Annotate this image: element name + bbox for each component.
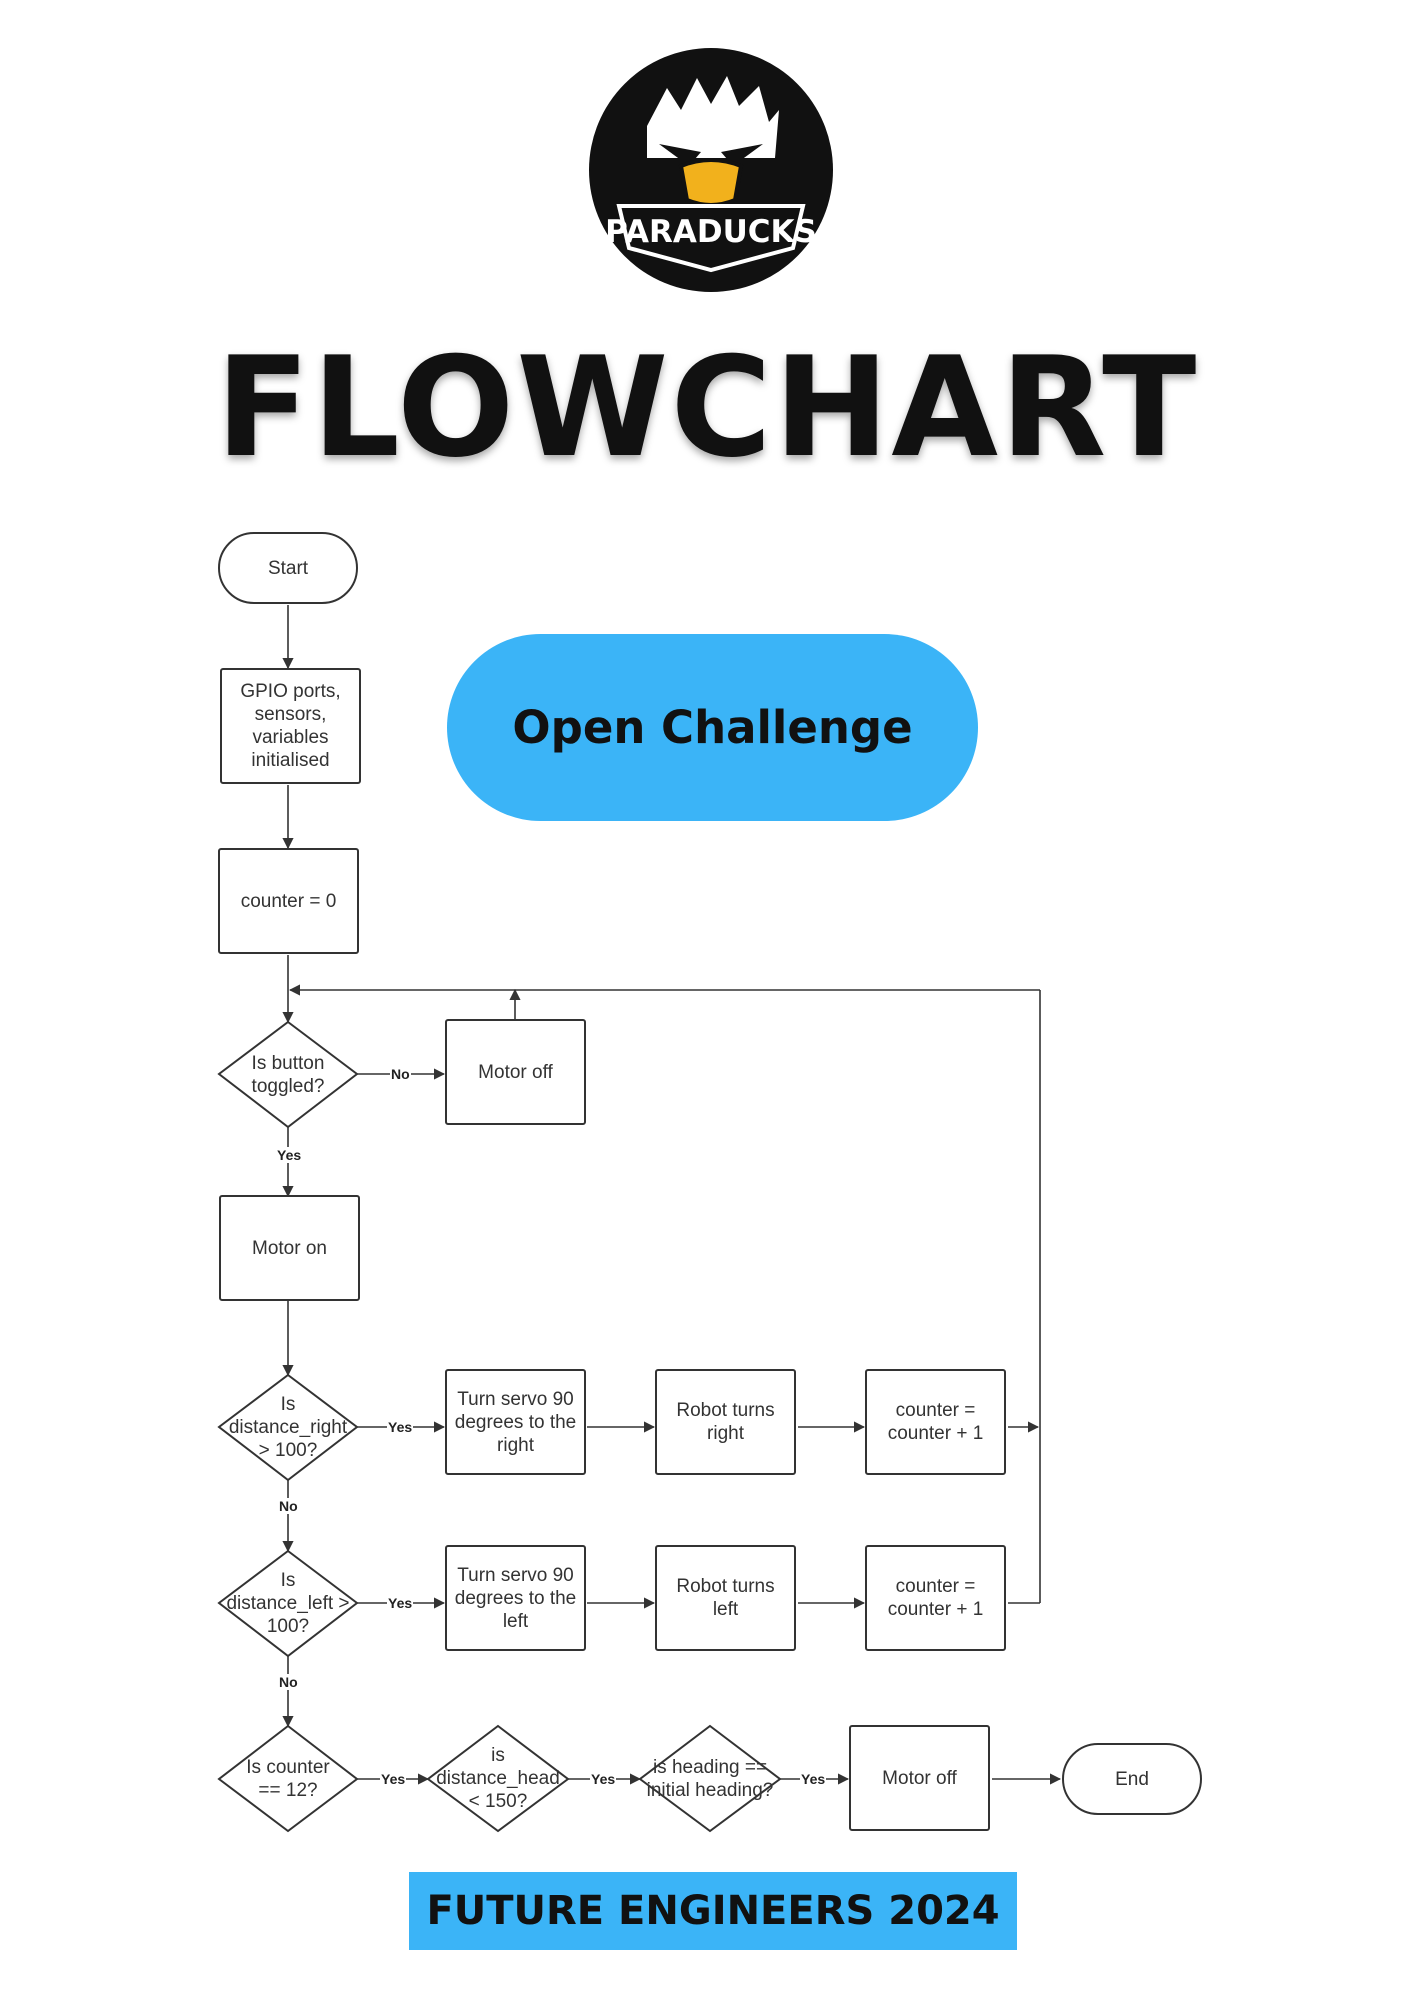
- end-terminal: End: [1062, 1743, 1202, 1815]
- turn-servo-right-label: Turn servo 90 degrees to the right: [454, 1388, 577, 1456]
- turn-servo-left-label: Turn servo 90 degrees to the left: [454, 1564, 577, 1632]
- motor-on-process: Motor on: [219, 1195, 360, 1301]
- paraducks-logo: PARADUCKS: [589, 48, 833, 292]
- robot-turns-left-label: Robot turns left: [676, 1576, 775, 1620]
- counter-increment-process-1: counter = counter + 1: [865, 1369, 1006, 1475]
- open-challenge-badge: Open Challenge: [447, 634, 978, 821]
- is-counter-decision: Is counter == 12?: [219, 1726, 357, 1831]
- edge-label-counter-yes: Yes: [380, 1771, 407, 1787]
- counter-increment-label-1: counter = counter + 1: [887, 1400, 984, 1444]
- decision-diamond-distance-head: [426, 1724, 570, 1833]
- badge-label: Open Challenge: [512, 701, 913, 754]
- turn-servo-left-process: Turn servo 90 degrees to the left: [445, 1545, 586, 1651]
- decision-diamond-distance-left: [217, 1549, 359, 1658]
- motor-off-process-2: Motor off: [849, 1725, 990, 1831]
- edge-label-left-no: No: [278, 1674, 299, 1690]
- motor-off-label-2: Motor off: [882, 1767, 957, 1789]
- edge-label-right-no: No: [278, 1498, 299, 1514]
- is-distance-right-decision: Is distance_right > 100?: [219, 1375, 357, 1480]
- decision-diamond-counter: [217, 1724, 359, 1833]
- edge-label-head-yes: Yes: [590, 1771, 617, 1787]
- counter-increment-label-2: counter = counter + 1: [887, 1576, 984, 1620]
- is-distance-head-label: is distance_head < 150?: [436, 1745, 560, 1812]
- edge-label-right-yes: Yes: [387, 1419, 414, 1435]
- start-terminal: Start: [218, 532, 358, 604]
- motor-on-label: Motor on: [252, 1237, 327, 1259]
- logo-wordmark: PARADUCKS: [605, 214, 817, 250]
- counter-init-label: counter = 0: [240, 890, 337, 912]
- edge-label-button-yes: Yes: [276, 1147, 303, 1163]
- gpio-init-label: GPIO ports, sensors, variables initialis…: [240, 681, 341, 771]
- is-button-label: Is button toggled?: [251, 1052, 325, 1097]
- future-engineers-banner: FUTURE ENGINEERS 2024: [409, 1872, 1017, 1950]
- is-button-decision: Is button toggled?: [219, 1022, 357, 1127]
- end-label: End: [1115, 1768, 1149, 1790]
- counter-init-process: counter = 0: [218, 848, 359, 954]
- is-distance-right-label: Is distance_right > 100?: [228, 1394, 348, 1461]
- is-distance-left-decision: Is distance_left > 100?: [219, 1551, 357, 1656]
- decision-diamond-distance-right: [217, 1373, 359, 1482]
- edge-label-left-yes: Yes: [387, 1595, 414, 1611]
- gpio-init-process: GPIO ports, sensors, variables initialis…: [220, 668, 361, 784]
- decision-diamond-heading: [638, 1724, 782, 1833]
- edge-label-button-no: No: [390, 1066, 411, 1082]
- is-heading-decision: is heading == initial heading?: [640, 1726, 780, 1831]
- robot-turns-right-process: Robot turns right: [655, 1369, 796, 1475]
- motor-off-label-1: Motor off: [478, 1061, 553, 1083]
- robot-turns-right-label: Robot turns right: [676, 1400, 775, 1444]
- is-heading-label: is heading == initial heading?: [646, 1756, 774, 1801]
- edge-label-heading-yes: Yes: [800, 1771, 827, 1787]
- counter-increment-process-2: counter = counter + 1: [865, 1545, 1006, 1651]
- is-distance-left-label: Is distance_left > 100?: [226, 1570, 350, 1637]
- is-counter-label: Is counter == 12?: [246, 1756, 330, 1801]
- turn-servo-right-process: Turn servo 90 degrees to the right: [445, 1369, 586, 1475]
- decision-diamond-button: [217, 1020, 359, 1129]
- start-label: Start: [267, 557, 309, 579]
- footer-label: FUTURE ENGINEERS 2024: [426, 1888, 1000, 1934]
- motor-off-process-1: Motor off: [445, 1019, 586, 1125]
- page-title: FLOWCHART: [215, 327, 1199, 488]
- robot-turns-left-process: Robot turns left: [655, 1545, 796, 1651]
- is-distance-head-decision: is distance_head < 150?: [428, 1726, 568, 1831]
